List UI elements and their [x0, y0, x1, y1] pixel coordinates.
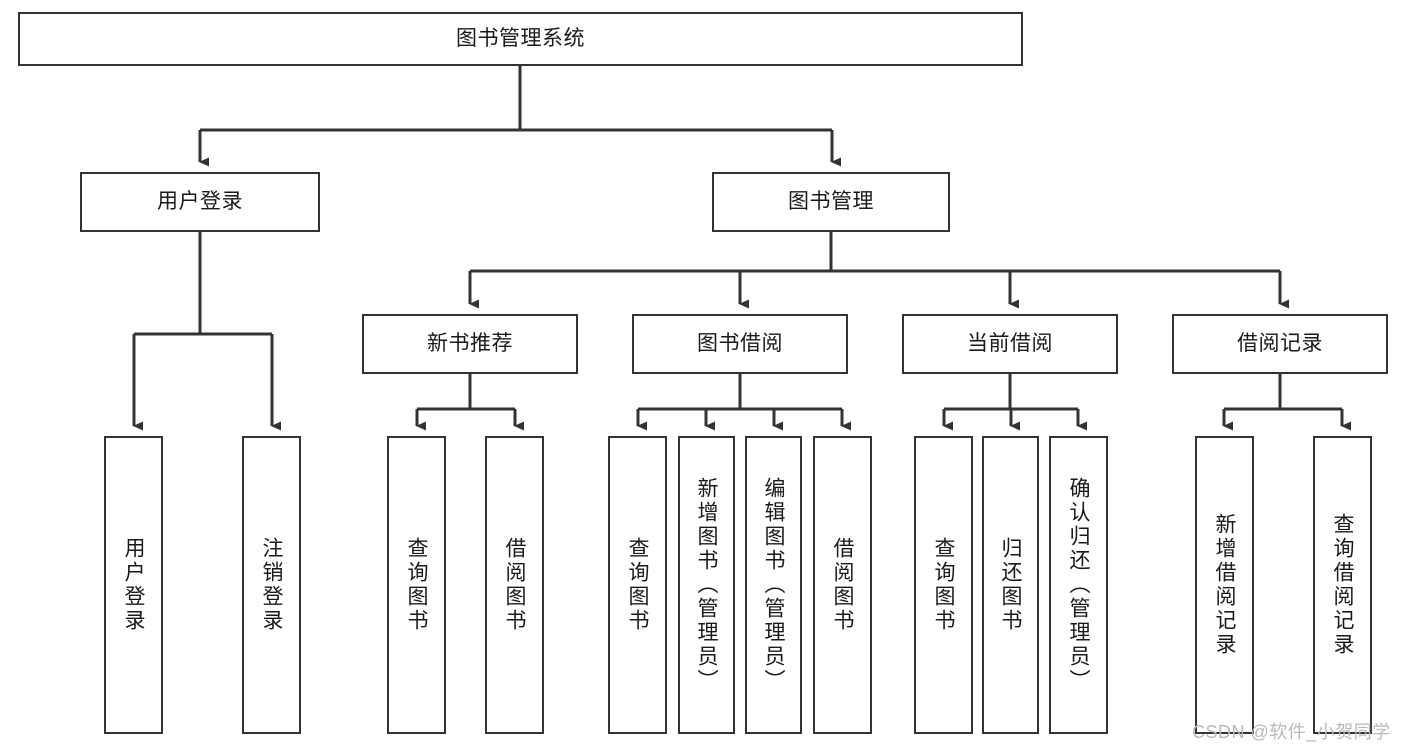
leaf-node[interactable]: 新增借阅记录 — [1195, 436, 1254, 734]
leaf-node[interactable]: 借阅图书 — [813, 436, 872, 734]
leaf-node[interactable]: 查询图书 — [608, 436, 667, 734]
leaf-node-label: 确认归还（管理员） — [1067, 477, 1090, 693]
leaf-node-label: 用户登录 — [122, 537, 145, 633]
node-user-login[interactable]: 用户登录 — [80, 172, 320, 232]
leaf-node-label: 查询借阅记录 — [1331, 513, 1354, 657]
leaf-node[interactable]: 归还图书 — [982, 436, 1039, 734]
node-current-borrow-label: 当前借阅 — [967, 331, 1053, 355]
leaf-node-label: 注销登录 — [260, 537, 283, 633]
node-book-borrow-label: 图书借阅 — [697, 331, 783, 355]
node-book-borrow[interactable]: 图书借阅 — [632, 314, 848, 374]
leaf-node[interactable]: 编辑图书（管理员） — [745, 436, 802, 734]
node-user-login-label: 用户登录 — [157, 189, 243, 213]
node-borrow-record[interactable]: 借阅记录 — [1172, 314, 1388, 374]
leaf-node[interactable]: 查询图书 — [914, 436, 973, 734]
node-borrow-record-label: 借阅记录 — [1237, 331, 1323, 355]
leaf-node[interactable]: 用户登录 — [104, 436, 163, 734]
leaf-node-label: 查询图书 — [626, 537, 649, 633]
leaf-node-label: 新增借阅记录 — [1213, 513, 1236, 657]
node-new-book-recommend[interactable]: 新书推荐 — [362, 314, 578, 374]
leaf-node-label: 归还图书 — [999, 537, 1022, 633]
node-book-management-label: 图书管理 — [788, 189, 874, 213]
node-root[interactable]: 图书管理系统 — [18, 12, 1023, 66]
leaf-node-label: 借阅图书 — [503, 537, 526, 633]
leaf-node[interactable]: 新增图书（管理员） — [678, 436, 735, 734]
node-root-label: 图书管理系统 — [456, 26, 585, 50]
leaf-node[interactable]: 注销登录 — [242, 436, 301, 734]
node-current-borrow[interactable]: 当前借阅 — [902, 314, 1118, 374]
csdn-watermark: CSDN @软件_小贺同学 — [1192, 722, 1391, 742]
leaf-node-label: 编辑图书（管理员） — [762, 477, 785, 693]
leaf-node[interactable]: 借阅图书 — [485, 436, 544, 734]
leaf-node-label: 查询图书 — [932, 537, 955, 633]
leaf-node-label: 新增图书（管理员） — [695, 477, 718, 693]
node-book-management[interactable]: 图书管理 — [712, 172, 950, 232]
leaf-node[interactable]: 查询图书 — [387, 436, 446, 734]
leaf-node-label: 查询图书 — [405, 537, 428, 633]
leaf-node-label: 借阅图书 — [831, 537, 854, 633]
node-new-book-recommend-label: 新书推荐 — [427, 331, 513, 355]
leaf-node[interactable]: 确认归还（管理员） — [1049, 436, 1108, 734]
leaf-node[interactable]: 查询借阅记录 — [1313, 436, 1372, 734]
